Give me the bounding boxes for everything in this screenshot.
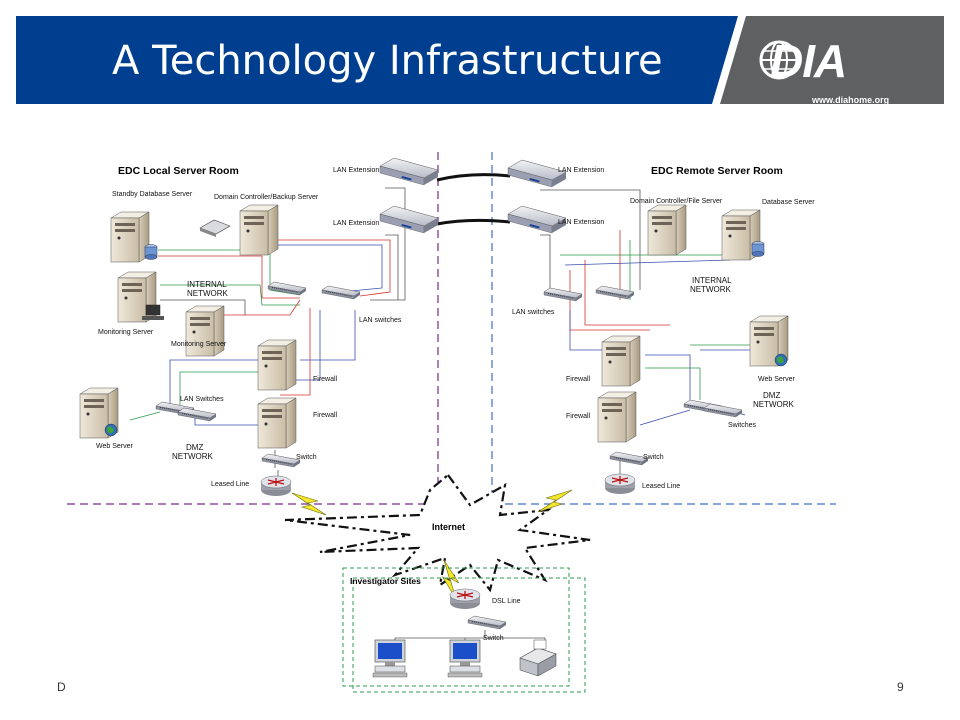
investigator-switch <box>467 615 507 630</box>
local-web-server-label: Web Server <box>96 443 133 450</box>
local-internal-net-label-2: NETWORK <box>187 289 229 298</box>
remote-lan-ext-label-2: LAN Extension <box>558 219 604 226</box>
remote-firewall-2 <box>597 391 637 443</box>
remote-domain-controller <box>647 204 687 256</box>
investigator-pc-2 <box>447 639 483 678</box>
remote-domain-ctrl-label: Domain Controller/File Server <box>630 198 723 205</box>
remote-dmz-switch-2 <box>703 403 743 418</box>
local-internal-net-label-1: INTERNAL <box>187 280 227 289</box>
backup-drive-icon <box>199 219 231 237</box>
local-dmz-switch-2 <box>177 407 217 422</box>
local-dmz-switches-label: LAN Switches <box>180 396 224 403</box>
investigator-pc-1 <box>372 639 408 678</box>
logo-url: www.diahome.org <box>812 95 890 105</box>
monitoring-server-label-2: Monitoring Server <box>171 341 227 348</box>
remote-lan-switches-label: LAN switches <box>512 309 555 316</box>
local-lan-switches-label: LAN switches <box>359 317 402 324</box>
logo-panel <box>720 16 944 104</box>
page-number: 9 <box>897 680 904 694</box>
remote-database-disk-icon <box>751 241 765 257</box>
slide-title: A Technology Infrastructure <box>112 38 663 84</box>
remote-database-server-label: Database Server <box>762 199 815 206</box>
header-background <box>16 16 944 104</box>
domain-ctrl-label: Domain Controller/Backup Server <box>214 194 319 201</box>
monitor-icon <box>142 304 164 320</box>
standby-db-label-text: Standby Database Server <box>112 191 193 198</box>
local-cables <box>129 187 406 480</box>
local-lan-extension-1 <box>379 157 439 186</box>
remote-lan-ext-label-1: LAN Extension <box>558 167 604 174</box>
investigator-switch-label: Switch <box>483 635 504 642</box>
domain-controller-server <box>239 204 279 256</box>
remote-router <box>604 473 636 495</box>
remote-firewall-label-1: Firewall <box>566 376 591 383</box>
lan-extension-link-2 <box>436 218 511 226</box>
remote-dmz-label-1: DMZ <box>763 391 780 400</box>
remote-lan-switch-1 <box>543 287 583 302</box>
local-dmz-label-1: DMZ <box>186 443 203 452</box>
local-edge-switch <box>261 453 301 468</box>
remote-firewall-1 <box>601 335 641 387</box>
remote-room-title: EDC Remote Server Room <box>651 165 783 177</box>
investigator-sites-title: Investigator Sites <box>350 576 421 586</box>
remote-web-globe-icon <box>774 353 788 367</box>
investigator-sites-box-shadow <box>352 577 586 693</box>
local-lan-ext-label-2: LAN Extension <box>333 220 379 227</box>
investigator-sites-box <box>342 567 570 687</box>
monitoring-server-2 <box>185 305 225 357</box>
standby-database-server <box>110 211 150 263</box>
local-firewall-label-1: Firewall <box>313 376 338 383</box>
header-banner: A Technology Infrastructure DIA www.diah… <box>16 16 944 105</box>
local-lan-ext-label-1: LAN Extension <box>333 167 379 174</box>
lan-extension-link-1 <box>436 173 511 182</box>
dia-globe-icon <box>759 40 799 80</box>
local-lan-extension-2 <box>379 205 439 234</box>
monitoring-server-label: Monitoring Server <box>98 329 154 336</box>
remote-web-server-label: Web Server <box>758 376 795 383</box>
printer-icon <box>519 639 557 677</box>
local-firewall-label-2: Firewall <box>313 412 338 419</box>
remote-leased-line-label: Leased Line <box>642 483 680 490</box>
investigator-router <box>449 588 481 610</box>
remote-switches-label: Switches <box>728 422 757 429</box>
local-lan-switch-2 <box>321 285 361 300</box>
title-banner <box>16 16 738 104</box>
remote-dmz-label-2: NETWORK <box>753 400 795 409</box>
local-firewall-1 <box>257 339 297 391</box>
local-room-title: EDC Local Server Room <box>118 165 239 177</box>
local-firewall-2 <box>257 397 297 449</box>
remote-lan-switch-2 <box>595 285 635 300</box>
local-dmz-label-2: NETWORK <box>172 452 214 461</box>
database-disk-icon <box>144 244 158 260</box>
lightning-bolt-icon-right <box>537 489 573 513</box>
remote-internal-net-label-2: NETWORK <box>690 285 732 294</box>
local-switch-label: Switch <box>296 454 317 461</box>
remote-switch-label: Switch <box>643 454 664 461</box>
footer-left-text: D <box>57 680 66 694</box>
local-leased-line-label: Leased Line <box>211 481 249 488</box>
dia-logo: DIA <box>770 35 847 87</box>
internet-cloud <box>284 473 591 593</box>
web-globe-icon <box>104 423 118 437</box>
remote-internal-net-label-1: INTERNAL <box>692 276 732 285</box>
local-router <box>260 475 292 497</box>
internet-label: Internet <box>432 522 465 532</box>
remote-firewall-label-2: Firewall <box>566 413 591 420</box>
standby-db-label: Standby Database Server <box>112 191 193 198</box>
dsl-line-label: DSL Line <box>492 598 521 605</box>
